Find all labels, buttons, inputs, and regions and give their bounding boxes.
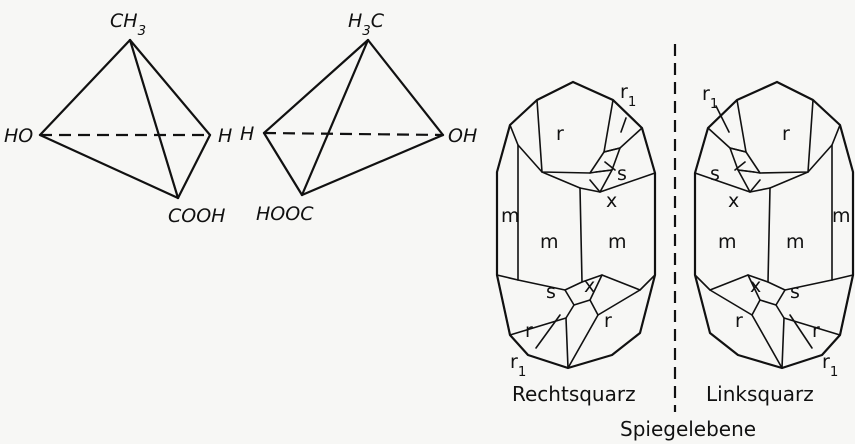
face-x-bottom: x [584,275,595,297]
face-x-top: x [606,190,617,212]
caption-spiegelebene: Spiegelebene [620,417,756,441]
face-r-top: r [782,123,790,145]
label-h3c: H3C [348,10,385,39]
face-r1-bottom: r1 [822,351,838,380]
label-oh: OH [448,125,477,147]
face-r-bottom-left: r [735,310,743,332]
label-cooh: COOH [168,205,225,227]
face-r1-bottom: r1 [510,351,526,380]
label-h: H [218,125,232,147]
molecule-right: H3C H OH HOOC [240,10,477,225]
face-s-bottom: s [790,281,800,303]
face-m-side: m [832,205,851,227]
caption-linksquarz: Linksquarz [706,382,814,406]
face-r-bottom-right: r [812,320,820,342]
face-m-left: m [718,231,737,253]
face-m-center: m [786,231,805,253]
face-r1-top: r1 [702,83,718,112]
crystal-linksquarz: r r1 s x m m m x s r r r1 Linksquarz [693,80,855,406]
face-s-top: s [617,163,627,185]
crystal-rechtsquarz: r r1 s x m m m x s r r r1 Rechtsquarz [495,80,657,406]
face-m-right: m [608,231,627,253]
label-ch3: CH3 [110,10,146,39]
caption-rechtsquarz: Rechtsquarz [512,382,636,406]
label-hooc: HOOC [256,203,314,225]
face-r-bottom-left: r [525,320,533,342]
face-r-bottom-right: r [604,310,612,332]
molecule-left: CH3 HO H COOH [4,10,232,227]
face-m-side: m [501,205,520,227]
face-x-bottom: x [750,275,761,297]
face-x-top: x [728,190,739,212]
label-h: H [240,123,254,145]
face-s-top: s [710,163,720,185]
face-s-bottom: s [546,281,556,303]
face-r-top: r [556,123,564,145]
face-m-center: m [540,231,559,253]
label-ho: HO [4,125,33,147]
face-r1-top: r1 [620,81,636,110]
